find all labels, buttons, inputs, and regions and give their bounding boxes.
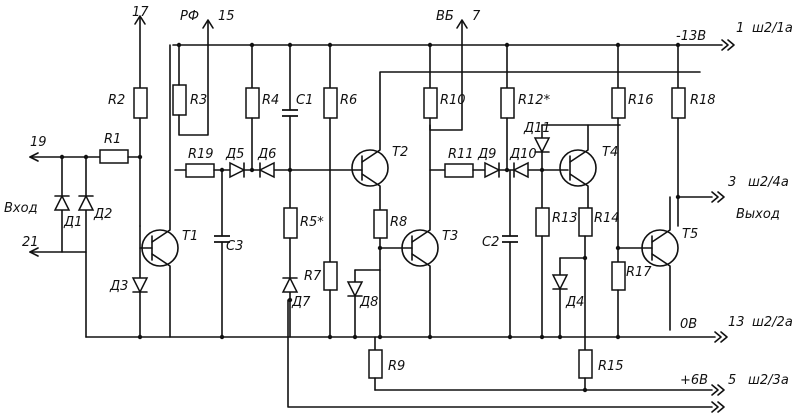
t4-section [429, 44, 626, 391]
label-c3: C3 [226, 239, 243, 254]
label-r1: R1 [104, 132, 121, 147]
label-r11: R11 [448, 147, 474, 162]
label-c2: C2 [482, 235, 499, 250]
pin-rf: РФ [180, 9, 199, 24]
pin-15: 15 [218, 9, 235, 24]
label-d7: Д7 [291, 295, 311, 310]
pin-13: 13 [728, 315, 745, 330]
label-t4: T4 [602, 145, 618, 160]
label-r12: R12* [518, 93, 551, 108]
label-r13: R13 [552, 211, 578, 226]
pin-19: 19 [30, 135, 47, 150]
labels: 17 РФ 15 ВБ 7 -13B 1 ш2/1а 19 Вход 21 3 … [4, 5, 793, 388]
rails [85, 44, 723, 408]
label-d2: Д2 [93, 207, 112, 222]
input-section [29, 149, 141, 338]
label-r4: R4 [262, 93, 279, 108]
pin-7: 7 [472, 9, 481, 24]
label-d6: Д6 [257, 147, 276, 162]
rail-connectors [711, 39, 735, 413]
junctions [137, 42, 681, 393]
label-r19: R19 [188, 147, 214, 162]
pin-21: 21 [22, 235, 39, 250]
t5-section [617, 44, 686, 331]
label-r10: R10 [440, 93, 466, 108]
pin-3: 3 [728, 175, 736, 190]
label-d1: Д1 [63, 215, 82, 230]
pin-4a: ш2/4а [748, 175, 789, 190]
label-c1: C1 [296, 93, 313, 108]
output-label: Выход [736, 207, 780, 222]
label-r16: R16 [628, 93, 654, 108]
label-r7: R7 [304, 269, 322, 284]
label-d3: Д3 [109, 279, 128, 294]
label-r18: R18 [690, 93, 716, 108]
label-r2: R2 [108, 93, 125, 108]
label-r15: R15 [598, 359, 624, 374]
label-t1: T1 [182, 229, 198, 244]
label-d9: Д9 [477, 147, 496, 162]
label-r6: R6 [340, 93, 357, 108]
rail-minus13: -13B [676, 29, 706, 44]
label-r14: R14 [594, 211, 620, 226]
pin-2a: ш2/2а [752, 315, 793, 330]
pin-17: 17 [132, 5, 149, 20]
input-label: Вход [4, 201, 38, 216]
pin-1a: ш2/1а [752, 21, 793, 36]
label-r5: R5* [300, 215, 324, 230]
label-d10: Д10 [509, 147, 537, 162]
label-t5: T5 [682, 227, 698, 242]
t1-section [131, 15, 291, 338]
pin-vb: ВБ [436, 9, 454, 24]
label-d4: Д4 [565, 295, 584, 310]
rail-plus6: +6B [680, 373, 708, 388]
t2-t3-section [281, 19, 701, 391]
label-r8: R8 [390, 215, 407, 230]
label-r9: R9 [388, 359, 405, 374]
label-d5: Д5 [225, 147, 244, 162]
label-r3: R3 [190, 93, 207, 108]
label-t2: T2 [392, 145, 408, 160]
rail-0v: 0B [680, 317, 697, 332]
pin-1: 1 [736, 21, 744, 36]
label-r17: R17 [626, 265, 652, 280]
label-t3: T3 [442, 229, 458, 244]
label-d11: Д11 [523, 121, 551, 136]
pin-3a: ш2/3а [748, 373, 789, 388]
label-d8: Д8 [359, 295, 378, 310]
pin-5: 5 [728, 373, 736, 388]
